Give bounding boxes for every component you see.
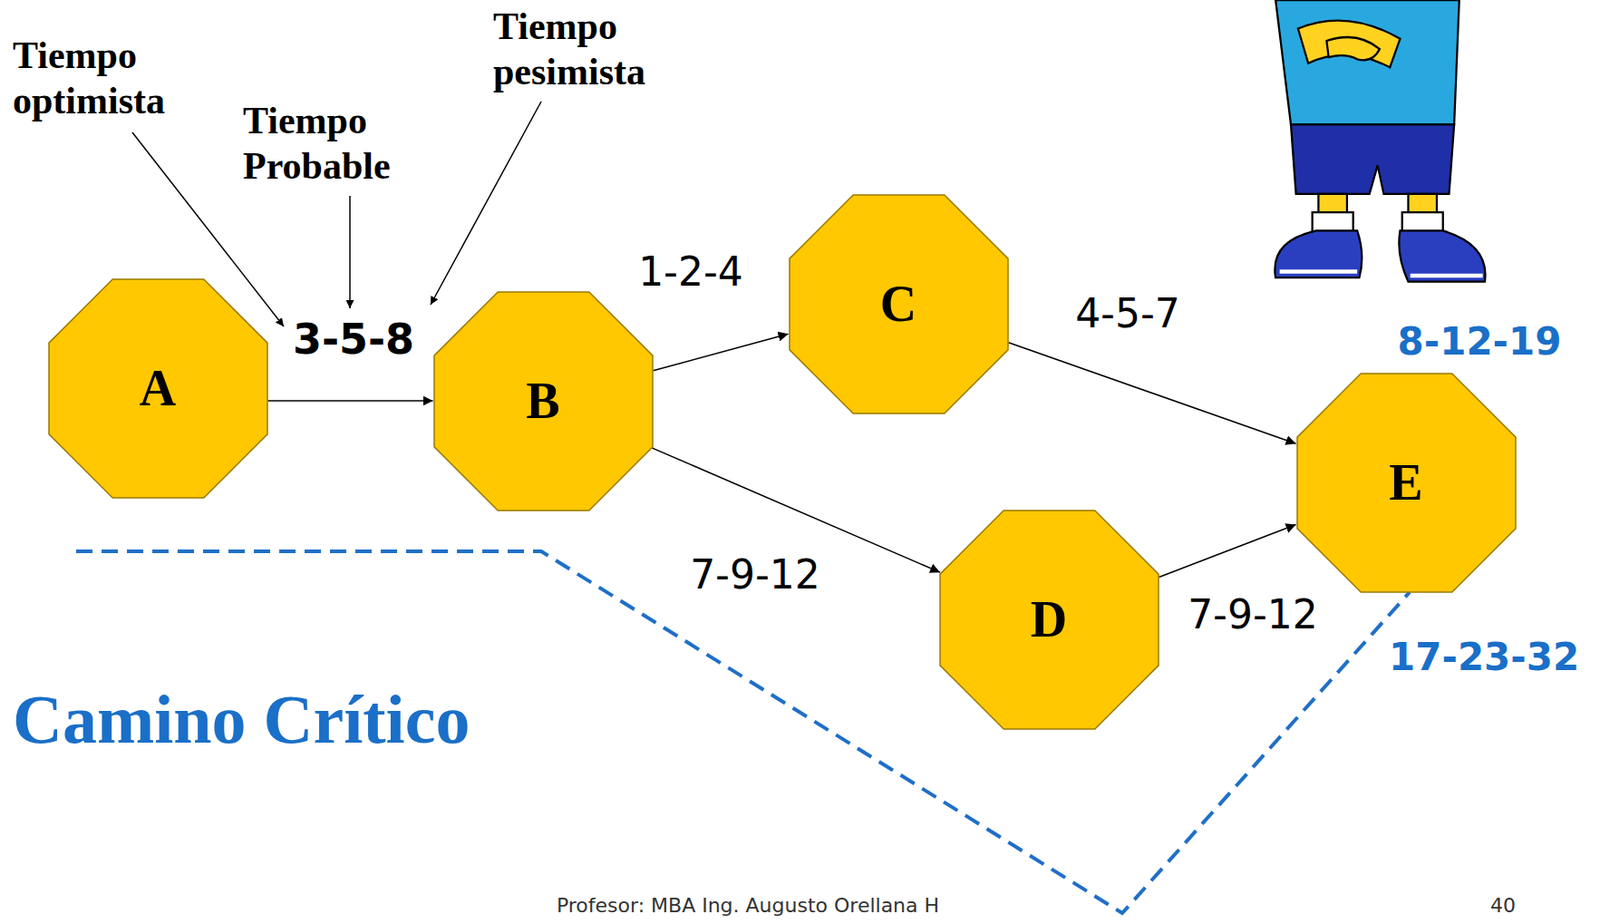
path-total: 17-23-32 bbox=[1388, 634, 1580, 680]
connector-arrow bbox=[1008, 342, 1297, 445]
connector-arrow bbox=[653, 333, 789, 371]
slide-heading: Camino Crítico bbox=[12, 681, 470, 758]
cartoon-shoe bbox=[1398, 230, 1485, 282]
page-number: 40 bbox=[1490, 893, 1516, 918]
node-label: E bbox=[1388, 456, 1423, 508]
connector-arrow bbox=[268, 399, 434, 402]
duration-estimate: 7-9-12 bbox=[689, 551, 821, 598]
page-number: 40 bbox=[1490, 893, 1516, 917]
activity-node: E bbox=[1296, 372, 1517, 593]
duration-estimate: 7-9-12 bbox=[1187, 591, 1319, 638]
duration-estimate: 3-5-8 bbox=[292, 314, 415, 364]
duration-estimate: 4-5-7 bbox=[1075, 290, 1181, 337]
time-caption: Tiempo pesimista bbox=[493, 5, 646, 93]
duration-estimate: 7-9-12 bbox=[1187, 591, 1319, 639]
time-caption: Tiempo Probable bbox=[242, 99, 391, 187]
cartoon-sole bbox=[1280, 269, 1358, 274]
node-label: C bbox=[880, 278, 917, 330]
duration-estimate: 4-5-7 bbox=[1075, 290, 1181, 338]
slide-heading: Camino Crítico bbox=[12, 680, 470, 757]
activity-node: A bbox=[48, 278, 269, 499]
octagon-outline bbox=[48, 279, 268, 498]
cartoon-shirt bbox=[1275, 0, 1460, 125]
cartoon-shorts bbox=[1290, 124, 1455, 194]
path-total: 8-12-19 bbox=[1397, 319, 1562, 365]
duration-estimate: 1-2-4 bbox=[638, 248, 744, 295]
cartoon-arm bbox=[1298, 20, 1401, 68]
activity-node: D bbox=[939, 509, 1160, 730]
activity-node: B bbox=[433, 290, 654, 512]
octagon-outline bbox=[1297, 373, 1516, 592]
leader-line bbox=[349, 195, 351, 309]
cartoon-figure bbox=[1274, 0, 1485, 282]
cartoon-shoe bbox=[1274, 230, 1362, 278]
cartoon-sole bbox=[1410, 273, 1484, 279]
activity-node: C bbox=[788, 193, 1009, 415]
time-caption: Tiempo Probable bbox=[242, 97, 407, 190]
octagon-outline bbox=[434, 291, 653, 511]
path-total: 17-23-32 bbox=[1388, 634, 1580, 679]
cartoon-hand bbox=[1326, 37, 1380, 60]
duration-estimate: 3-5-8 bbox=[292, 315, 415, 364]
octagon-outline bbox=[789, 194, 1009, 414]
time-caption: Tiempo optimista bbox=[12, 32, 176, 125]
time-caption: Tiempo optimista bbox=[12, 34, 165, 122]
connector-arrow bbox=[1159, 524, 1297, 578]
node-label: A bbox=[139, 362, 176, 414]
time-caption: Tiempo pesimista bbox=[493, 3, 661, 96]
octagon-outline bbox=[940, 510, 1159, 729]
leader-line bbox=[430, 101, 542, 305]
footer-text: Profesor: MBA Ing. Augusto Orellana H bbox=[556, 893, 940, 918]
duration-estimate: 1-2-4 bbox=[638, 249, 744, 296]
duration-estimate: 7-9-12 bbox=[689, 552, 821, 599]
node-label: B bbox=[525, 375, 560, 427]
path-total: 8-12-19 bbox=[1397, 319, 1562, 364]
footer-text: Profesor: MBA Ing. Augusto Orellana H bbox=[556, 893, 940, 917]
node-label: D bbox=[1030, 593, 1067, 645]
